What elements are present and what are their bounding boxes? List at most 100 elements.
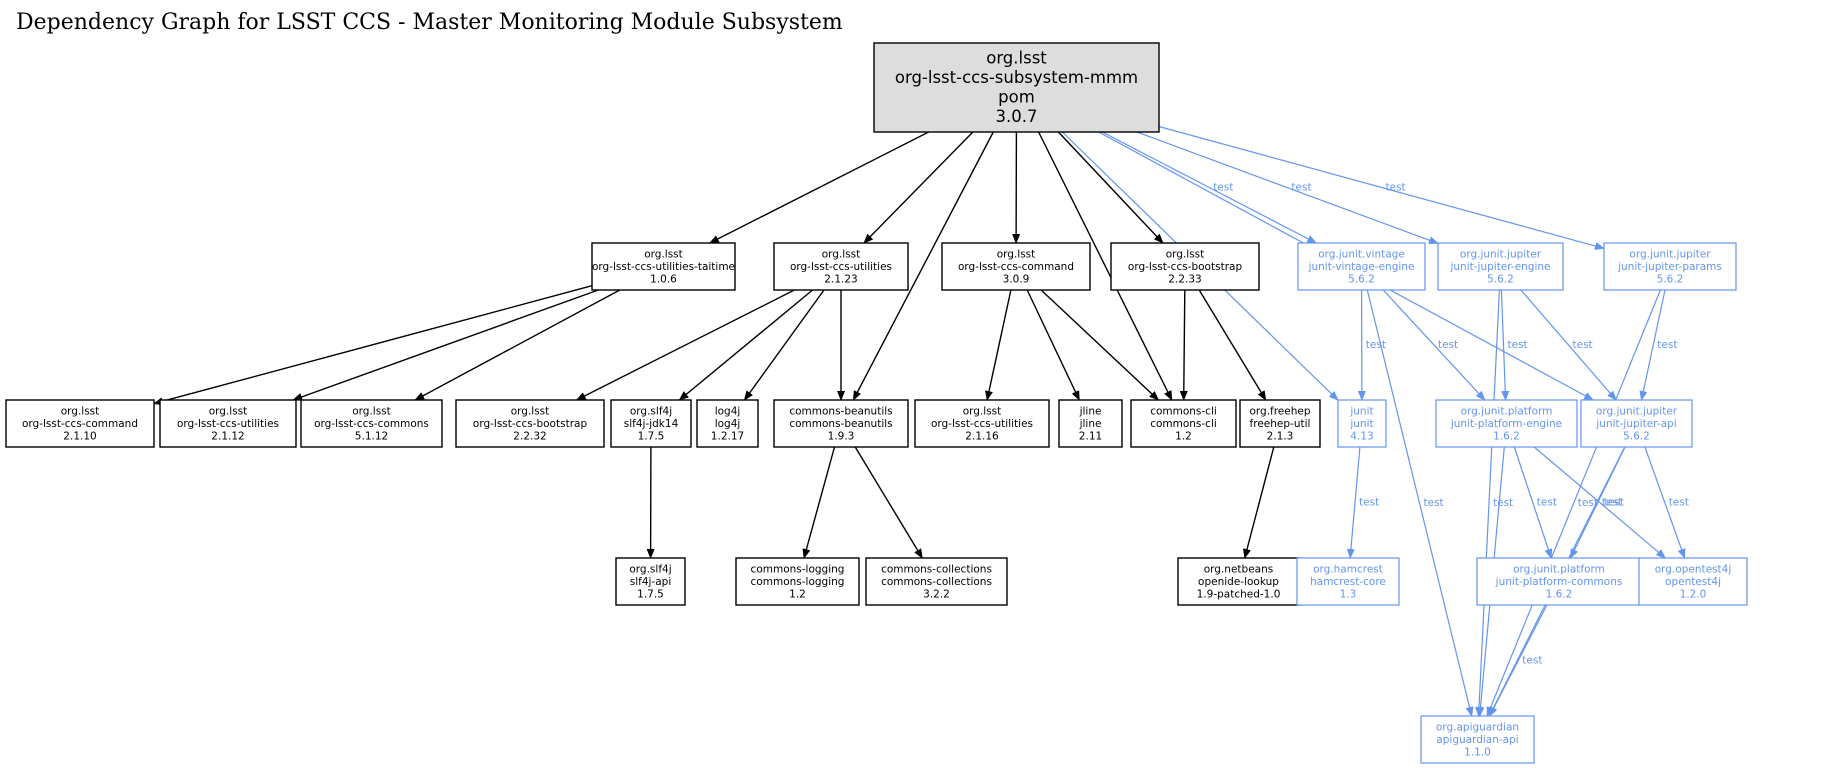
edge-label: test — [1669, 497, 1689, 509]
node-label-line: log4j — [715, 406, 741, 418]
edge-util2123-to-slf4jjdk — [678, 289, 814, 401]
node-jupparams[interactable]: org.junit.jupiterjunit-jupiter-params5.6… — [1603, 242, 1737, 291]
edge-junit-to-hamcrest: test — [1346, 446, 1379, 559]
edge-label: test — [1657, 339, 1677, 351]
edge-line — [1520, 289, 1617, 401]
edge-line — [153, 285, 593, 406]
node-box — [1476, 557, 1642, 606]
edge-label: test — [1578, 497, 1598, 509]
edge-command309-to-jline — [1026, 289, 1080, 401]
node-openide[interactable]: org.netbeansopenide-lookup1.9-patched-1.… — [1177, 557, 1300, 606]
edge-util2123-to-bootstrap2232 — [575, 289, 795, 401]
node-label-line: org.netbeans — [1204, 564, 1273, 576]
node-box — [1130, 399, 1237, 448]
node-box — [1058, 399, 1123, 448]
edge-line — [1179, 289, 1188, 401]
edge-command309-to-cli — [1040, 289, 1160, 401]
node-box — [1420, 715, 1535, 764]
edge-line — [1513, 446, 1553, 559]
node-mmm[interactable]: org.lsstorg-lsst-ccs-subsystem-mmmpom3.0… — [873, 42, 1160, 133]
node-label-line: org.lsst — [963, 406, 1002, 418]
node-box — [1603, 242, 1737, 291]
graph-title: Dependency Graph for LSST CCS - Master M… — [16, 10, 843, 35]
node-box — [610, 399, 692, 448]
edge-mmm-to-util2123 — [863, 131, 974, 244]
node-box — [1297, 242, 1426, 291]
edge-line — [575, 289, 795, 401]
node-label-line: org.junit.platform — [1513, 564, 1605, 576]
node-label-line: org.apiguardian — [1436, 722, 1519, 734]
node-label-line: 5.6.2 — [1348, 274, 1375, 286]
node-taitime[interactable]: org.lsstorg-lsst-ccs-utilities-taitime1.… — [591, 242, 736, 291]
edge-bootstrap2233-to-cli — [1179, 289, 1188, 401]
edge-line — [1533, 446, 1667, 559]
node-jupengine[interactable]: org.junit.jupiterjunit-jupiter-engine5.6… — [1437, 242, 1564, 291]
node-platcommons[interactable]: org.junit.platformjunit-platform-commons… — [1476, 557, 1642, 606]
edge-jupengine-to-jupapi: test — [1520, 289, 1617, 401]
edge-line — [1644, 446, 1686, 559]
node-label-line: 3.0.9 — [1003, 274, 1030, 286]
edge-taitime-to-commons5112 — [414, 289, 621, 401]
node-box — [773, 242, 909, 291]
node-box — [300, 399, 443, 448]
edge-jupparams-to-apiguardian: test — [1486, 289, 1661, 717]
node-label-line: junit-vintage-engine — [1308, 261, 1415, 273]
node-label-line: org.lsst — [511, 406, 550, 418]
node-label-line: org.lsst — [986, 49, 1047, 68]
node-label-line: org-lsst-ccs-bootstrap — [1128, 261, 1243, 273]
node-label-line: 1.6.2 — [1493, 431, 1520, 443]
node-label-line: commons-logging — [751, 564, 845, 576]
edge-line — [678, 289, 814, 401]
node-label-line: org-lsst-ccs-utilities — [790, 261, 892, 273]
edge-mmm-to-beanutils — [852, 131, 994, 401]
edge-label: test — [1213, 182, 1233, 194]
edge-line — [414, 289, 621, 401]
edge-line — [1037, 131, 1173, 401]
node-box — [1239, 399, 1321, 448]
edge-line — [1136, 131, 1439, 245]
node-label-line: log4j — [715, 418, 741, 430]
node-label-line: org.lsst — [822, 249, 861, 261]
node-platengine[interactable]: org.junit.platformjunit-platform-engine1… — [1435, 399, 1578, 448]
node-vintage[interactable]: org.junit.vintagejunit-vintage-engine5.6… — [1297, 242, 1426, 291]
node-label-line: 1.3 — [1340, 589, 1357, 601]
node-label-line: opentest4j — [1665, 576, 1721, 588]
edge-mmm-to-jupparams: test — [1158, 125, 1605, 250]
node-box — [1435, 399, 1578, 448]
node-label-line: apiguardian-api — [1436, 734, 1518, 746]
node-collections[interactable]: commons-collectionscommons-collections3.… — [865, 557, 1008, 606]
node-label-line: 5.6.2 — [1623, 431, 1650, 443]
node-label-line: freehep-util — [1250, 418, 1311, 430]
node-label-line: slf4j-jdk14 — [624, 418, 679, 430]
edge-label: test — [1438, 339, 1458, 351]
node-label-line: 1.0.6 — [650, 274, 677, 286]
edge-vintage-to-apiguardian: test — [1366, 289, 1474, 717]
node-label-line: 2.1.12 — [211, 431, 244, 443]
edge-line — [852, 131, 994, 401]
node-label-line: 2.1.16 — [965, 431, 999, 443]
node-box — [615, 557, 686, 606]
node-label-line: 2.2.32 — [513, 431, 546, 443]
node-box — [865, 557, 1008, 606]
